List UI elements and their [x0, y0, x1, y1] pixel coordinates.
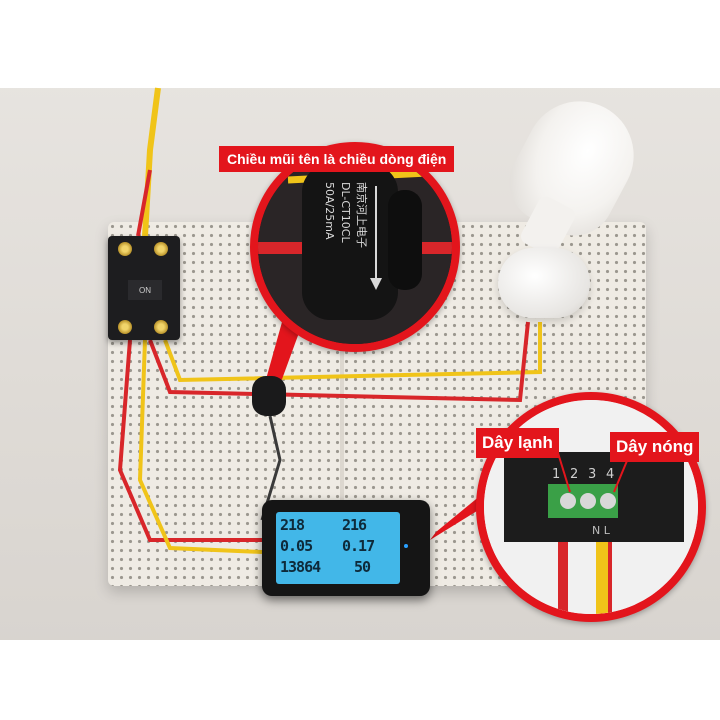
top-margin [0, 0, 720, 88]
meter-voltage: 218 [280, 516, 305, 534]
terminal-zoom-circle: 1 2 3 4 N L [476, 392, 706, 622]
ct-marking-2: DL-CT10CL [339, 182, 352, 243]
meter-frequency: 50 [354, 558, 371, 576]
breaker-screw [154, 242, 168, 256]
yellow-wire-lamp [163, 322, 542, 383]
meter-power: 216 [342, 516, 367, 534]
terminal-number: 3 [588, 467, 596, 482]
cold-wire-label: Dây lạnh [476, 428, 559, 458]
meter-indicator-led [404, 544, 408, 548]
bottom-margin [0, 640, 720, 720]
red-wire-in [136, 169, 152, 237]
terminal-number: 1 [552, 467, 560, 482]
ct-marking-1: 南京河上电子 [355, 182, 369, 248]
ct-closeup: 南京河上电子 DL-CT10CL 50A/25mA [258, 150, 452, 344]
ct-marking-3: 50A/25mA [323, 182, 336, 240]
lamp-holder [498, 248, 590, 318]
terminal-screw [560, 493, 576, 509]
current-transformer-small [252, 376, 286, 416]
board-seam [340, 222, 344, 586]
terminal-screw [580, 493, 596, 509]
terminal-number: 4 [606, 467, 614, 482]
meter-lcd: 218 216 0.05 0.17 13864 50 [276, 512, 400, 584]
yellow-wire-meter [137, 339, 263, 554]
ct-zoom-circle: 南京河上电子 DL-CT10CL 50A/25mA [250, 142, 460, 352]
red-wire-meter [117, 339, 262, 542]
meter-power-factor: 0.17 [342, 537, 375, 555]
breaker-screw [154, 320, 168, 334]
meter-energy: 13864 [280, 558, 321, 576]
breaker-screw [118, 242, 132, 256]
terminal-number: 2 [570, 467, 578, 482]
hot-wire-label: Dây nóng [610, 432, 700, 462]
yellow-wire-in [142, 87, 161, 237]
terminal-nl-label: N L [592, 524, 611, 537]
arrow-direction-caption: Chiều mũi tên là chiều dòng điện [219, 146, 455, 172]
breaker-on-label: ON [128, 280, 162, 300]
breaker-screw [118, 320, 132, 334]
circuit-breaker: ON [108, 236, 180, 340]
arrow-head-icon [370, 278, 382, 290]
meter-current: 0.05 [280, 537, 313, 555]
terminal-screw [600, 493, 616, 509]
red-wire-lamp [148, 321, 530, 403]
